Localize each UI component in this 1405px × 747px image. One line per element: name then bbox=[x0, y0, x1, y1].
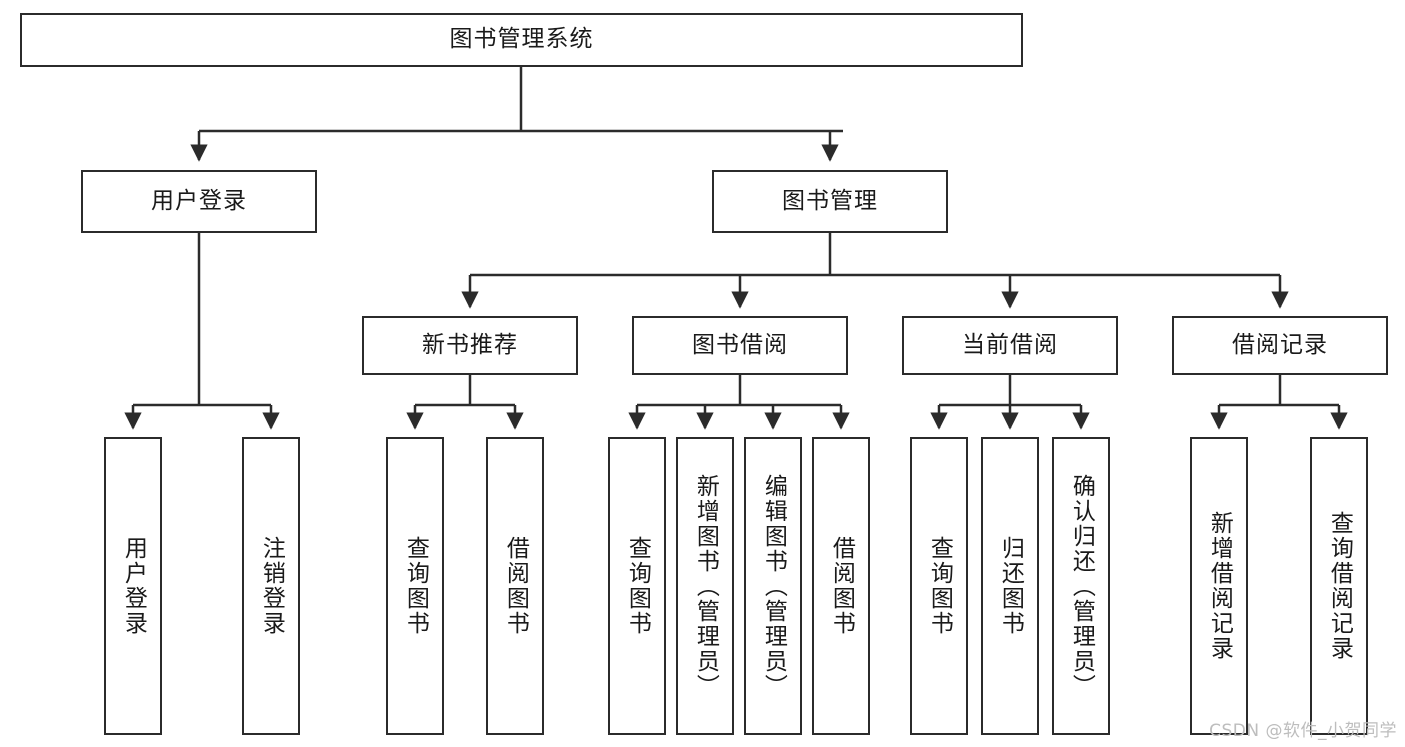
node-root-label: 图书管理系统 bbox=[449, 26, 594, 53]
leaf-borrow-book-label: 借阅图书 bbox=[828, 536, 855, 636]
node-borrow-record-label: 借阅记录 bbox=[1232, 331, 1328, 358]
leaf-add-borrow-record[interactable]: 新增借阅记录 bbox=[1190, 437, 1248, 735]
node-borrow-record[interactable]: 借阅记录 bbox=[1172, 316, 1388, 375]
node-new-book-recommend[interactable]: 新书推荐 bbox=[362, 316, 578, 375]
leaf-user-login[interactable]: 用户登录 bbox=[104, 437, 162, 735]
leaf-query-borrow-record[interactable]: 查询借阅记录 bbox=[1310, 437, 1368, 735]
leaf-query-book-recommend[interactable]: 查询图书 bbox=[386, 437, 444, 735]
leaf-return-book[interactable]: 归还图书 bbox=[981, 437, 1039, 735]
leaf-logout-label: 注销登录 bbox=[258, 536, 285, 636]
leaf-confirm-return-admin-label: 确认归还（管理员） bbox=[1068, 473, 1095, 699]
node-user-login-label: 用户登录 bbox=[151, 187, 247, 214]
node-current-borrow[interactable]: 当前借阅 bbox=[902, 316, 1118, 375]
leaf-add-borrow-record-label: 新增借阅记录 bbox=[1206, 511, 1233, 661]
leaf-query-borrow-record-label: 查询借阅记录 bbox=[1326, 511, 1353, 661]
leaf-logout[interactable]: 注销登录 bbox=[242, 437, 300, 735]
node-new-book-recommend-label: 新书推荐 bbox=[422, 331, 518, 358]
leaf-add-book-admin-label: 新增图书（管理员） bbox=[692, 473, 719, 699]
leaf-return-book-label: 归还图书 bbox=[997, 536, 1024, 636]
leaf-user-login-label: 用户登录 bbox=[120, 536, 147, 636]
leaf-confirm-return-admin[interactable]: 确认归还（管理员） bbox=[1052, 437, 1110, 735]
node-book-borrow-label: 图书借阅 bbox=[692, 331, 788, 358]
leaf-query-book-recommend-label: 查询图书 bbox=[402, 536, 429, 636]
leaf-query-book-current[interactable]: 查询图书 bbox=[910, 437, 968, 735]
node-root[interactable]: 图书管理系统 bbox=[20, 13, 1023, 67]
node-current-borrow-label: 当前借阅 bbox=[962, 331, 1058, 358]
leaf-edit-book-admin[interactable]: 编辑图书（管理员） bbox=[744, 437, 802, 735]
leaf-borrow-book-recommend-label: 借阅图书 bbox=[502, 536, 529, 636]
node-book-borrow[interactable]: 图书借阅 bbox=[632, 316, 848, 375]
leaf-query-book-borrow-label: 查询图书 bbox=[624, 536, 651, 636]
leaf-borrow-book-recommend[interactable]: 借阅图书 bbox=[486, 437, 544, 735]
node-book-management-label: 图书管理 bbox=[782, 187, 878, 214]
leaf-query-book-current-label: 查询图书 bbox=[926, 536, 953, 636]
node-book-management[interactable]: 图书管理 bbox=[712, 170, 948, 233]
leaf-edit-book-admin-label: 编辑图书（管理员） bbox=[760, 473, 787, 699]
node-user-login[interactable]: 用户登录 bbox=[81, 170, 317, 233]
leaf-query-book-borrow[interactable]: 查询图书 bbox=[608, 437, 666, 735]
leaf-borrow-book[interactable]: 借阅图书 bbox=[812, 437, 870, 735]
leaf-add-book-admin[interactable]: 新增图书（管理员） bbox=[676, 437, 734, 735]
